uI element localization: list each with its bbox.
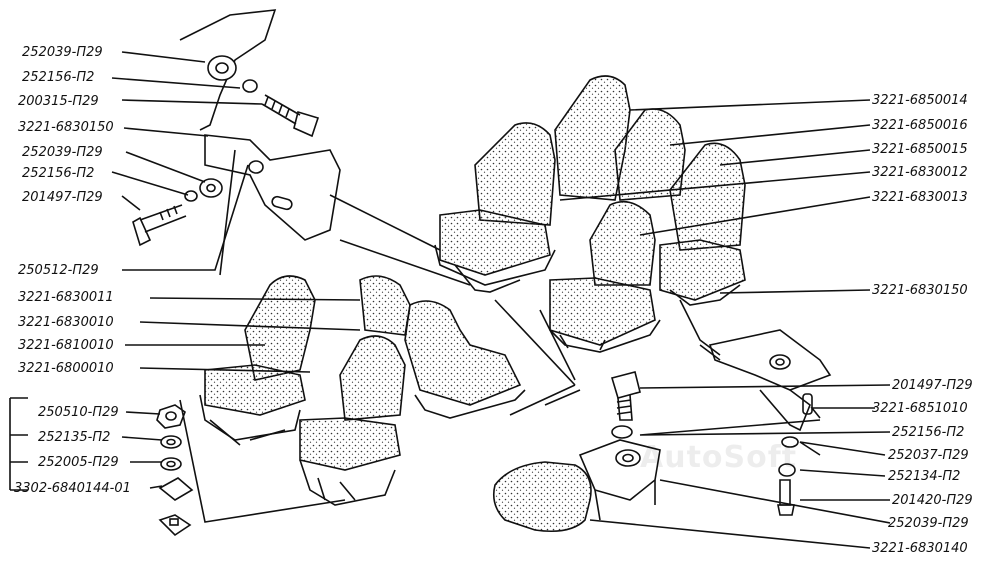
label-right-7: 201497-П29 xyxy=(892,378,973,393)
label-right-8: 3221-6851010 xyxy=(872,401,968,416)
label-left-14: 252135-П2 xyxy=(38,430,111,445)
label-right-11: 252134-П2 xyxy=(888,469,961,484)
bolt-201497 xyxy=(132,204,187,247)
spring-washer-top xyxy=(242,79,258,93)
label-right-14: 3221-6830140 xyxy=(872,541,968,556)
nut-250510 xyxy=(156,404,186,429)
label-right-4: 3221-6830012 xyxy=(872,165,968,180)
label-left-6: 252156-П2 xyxy=(22,166,95,181)
label-left-15: 252005-П29 xyxy=(38,455,119,470)
label-left-1: 252039-П29 xyxy=(22,45,103,60)
label-right-2: 3221-6850016 xyxy=(872,118,968,133)
washer-mid xyxy=(199,178,223,198)
rear-seats xyxy=(434,75,746,353)
label-right-13: 252039-П29 xyxy=(888,516,969,531)
floor-bracket xyxy=(708,329,832,391)
cushion xyxy=(492,461,592,533)
top-bracket xyxy=(179,9,277,131)
label-right-12: 201420-П29 xyxy=(892,493,973,508)
watermark: AutoSoft xyxy=(640,440,798,475)
label-left-12: 3221-6800010 xyxy=(18,361,114,376)
label-right-10: 252037-П29 xyxy=(888,448,969,463)
label-right-3: 3221-6850015 xyxy=(872,142,968,157)
label-left-10: 3221-6830010 xyxy=(18,315,114,330)
label-left-5: 252039-П29 xyxy=(22,145,103,160)
bolt-200315 xyxy=(261,94,320,138)
label-left-3: 200315-П29 xyxy=(18,94,99,109)
mount-plate xyxy=(204,134,341,241)
washer-top xyxy=(207,55,237,81)
label-left-8: 250512-П29 xyxy=(18,263,99,278)
label-left-16: 3302-6840144-01 xyxy=(14,481,131,496)
label-left-2: 252156-П2 xyxy=(22,70,95,85)
label-left-9: 3221-6830011 xyxy=(18,290,114,305)
bolt-center xyxy=(610,371,641,399)
label-left-13: 250510-П29 xyxy=(38,405,119,420)
label-right-1: 3221-6850014 xyxy=(872,93,968,108)
label-right-6: 3221-6830150 xyxy=(872,283,968,298)
label-right-5: 3221-6830013 xyxy=(872,190,968,205)
front-seats xyxy=(199,275,526,506)
label-left-7: 201497-П29 xyxy=(22,190,103,205)
label-left-11: 3221-6810010 xyxy=(18,338,114,353)
label-right-9: 252156-П2 xyxy=(892,425,965,440)
label-left-4: 3221-6830150 xyxy=(18,120,114,135)
